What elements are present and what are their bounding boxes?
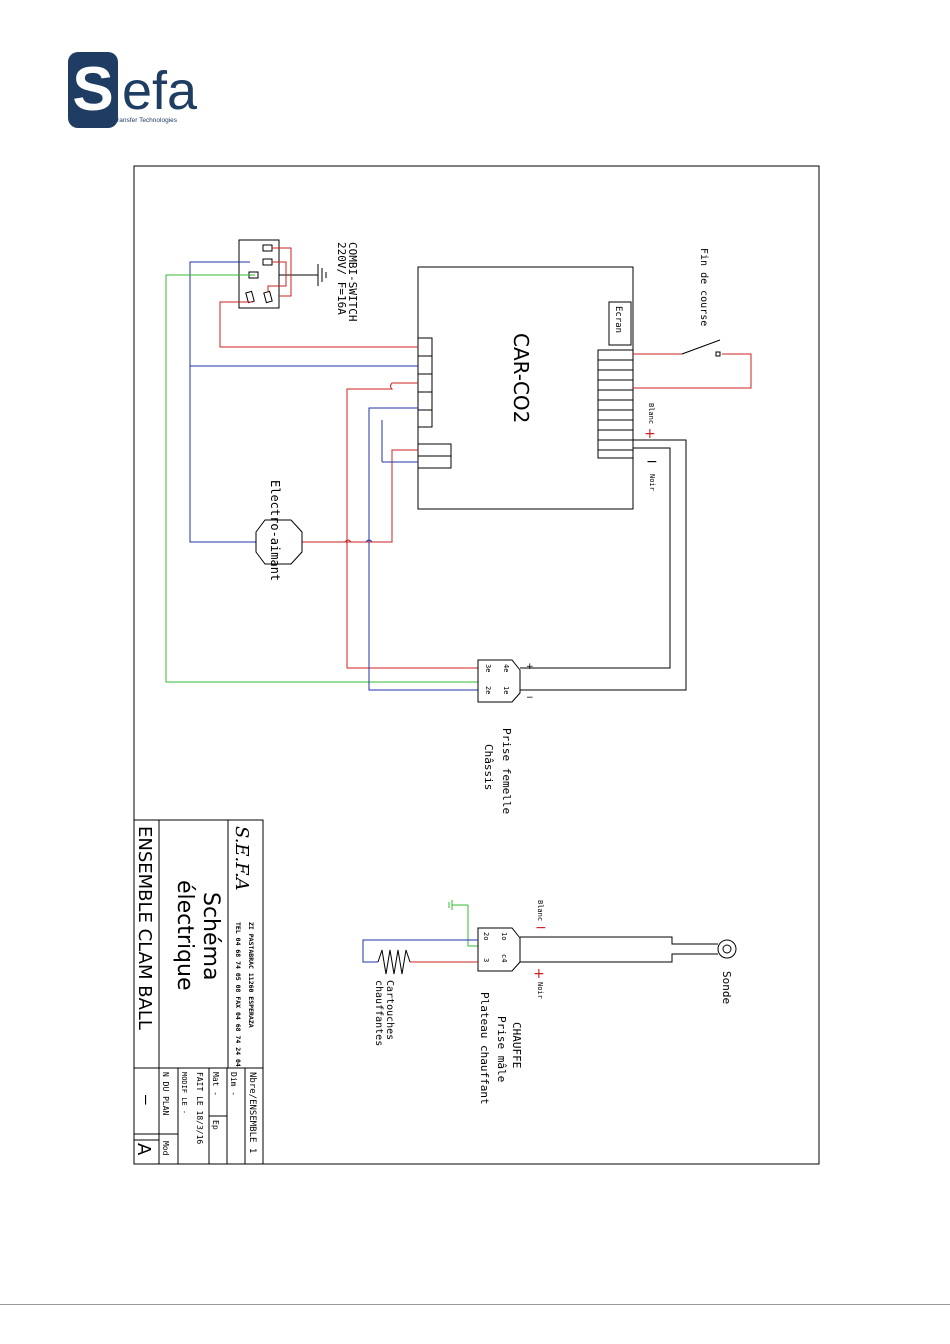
- electro-aimant-coil: [255, 519, 303, 565]
- plus-sign-top: +: [644, 426, 656, 442]
- sonde-probe: [710, 939, 737, 959]
- minus-sign-top: −: [646, 454, 658, 470]
- controller-label: CAR-CO2: [509, 333, 533, 423]
- plan-number-value: —: [137, 1095, 156, 1105]
- logo-tagline: Heat Transfer Technologies: [98, 117, 178, 124]
- magnet-terminal-block: [417, 443, 452, 469]
- electro-aimant-label: Electro-aimant: [268, 480, 282, 581]
- chauffe-label: CHAUFFE: [510, 1022, 523, 1068]
- drawing-frame: [133, 165, 820, 1165]
- male-pin-c4: c4: [500, 954, 508, 962]
- title-block: [133, 819, 264, 1165]
- mod-value: A: [133, 1143, 154, 1156]
- power-terminal-block: [417, 337, 433, 428]
- female-minus: −: [526, 693, 534, 703]
- female-pin-1e: 1e: [502, 686, 510, 694]
- mat-field: Mat -: [211, 1072, 220, 1096]
- minus-sign-bottom: −: [535, 920, 547, 936]
- noir-label-bottom: Noir: [536, 982, 544, 999]
- combi-switch-rating: 220V/ F=16A: [335, 242, 348, 315]
- assembly-name: ENSEMBLE CLAM BALL: [134, 826, 155, 1030]
- screen-box: [608, 301, 632, 346]
- limit-switch-label: Fin de course: [698, 248, 709, 326]
- title-electrique: électrique: [172, 880, 197, 991]
- female-pin-2e: 2e: [484, 686, 492, 694]
- plateau-label: Plateau chauffant: [478, 992, 491, 1105]
- sensor-terminal-block: [597, 349, 634, 459]
- nomenclature: Nbre/ENSEMBLE 1: [247, 1072, 257, 1153]
- female-pin-4e: 4e: [502, 664, 510, 672]
- blanc-label-top: Blanc: [647, 403, 655, 424]
- screen-label: Ecran: [613, 306, 623, 333]
- cartouches-label: Cartouches: [384, 980, 395, 1040]
- limit-switch-symbol: [681, 339, 721, 357]
- blanc-label-bottom: Blanc: [536, 900, 544, 921]
- female-plus: +: [526, 662, 534, 672]
- plus-sign-bottom: +: [533, 966, 545, 982]
- male-pin-3: 3: [482, 958, 490, 962]
- company-name: S.E.F.A: [231, 826, 252, 891]
- chauffantes-label: chauffantes: [373, 980, 384, 1046]
- heating-resistor: [377, 949, 411, 975]
- modif-le-field: MODIF LE -: [180, 1072, 188, 1114]
- logo-rest: efa: [122, 61, 198, 121]
- company-address: ZI PASTABRAC 11260 ESPERAZA: [247, 922, 255, 1028]
- company-phone: TEL 04 68 74 05 08 FAX 04 68 74 24 04: [234, 922, 242, 1067]
- ep-field: Ep: [211, 1120, 220, 1130]
- car-co2-controller: [417, 266, 634, 510]
- female-plug: [477, 659, 521, 703]
- male-pin-2o: 2o: [482, 932, 490, 940]
- title-schema: Schéma: [198, 892, 223, 980]
- combi-switch-label: COMBI-SWITCH: [346, 242, 359, 321]
- male-plug-label: Prise mâle: [495, 1016, 508, 1082]
- dim-field: Dim -: [229, 1072, 238, 1096]
- sefa-logo: S efa Heat Transfer Technologies: [68, 52, 198, 128]
- chassis-label: Châssis: [482, 744, 495, 790]
- combi-switch: [238, 239, 280, 309]
- fait-le-field: FAIT LE 18/3/16: [195, 1072, 204, 1144]
- sonde-label: Sonde: [720, 971, 733, 1004]
- footer-rule: [0, 1304, 950, 1305]
- plate-earth-symbol: [448, 900, 478, 947]
- logo-initial: S: [72, 55, 113, 124]
- mod-label: Mod: [161, 1141, 170, 1156]
- female-pin-3e: 3e: [484, 664, 492, 672]
- plan-number-label: N DU PLAN: [161, 1072, 170, 1116]
- noir-label-top: Noir: [648, 474, 656, 491]
- female-plug-label: Prise femelle: [500, 728, 513, 814]
- male-pin-1o: 1o: [500, 932, 508, 940]
